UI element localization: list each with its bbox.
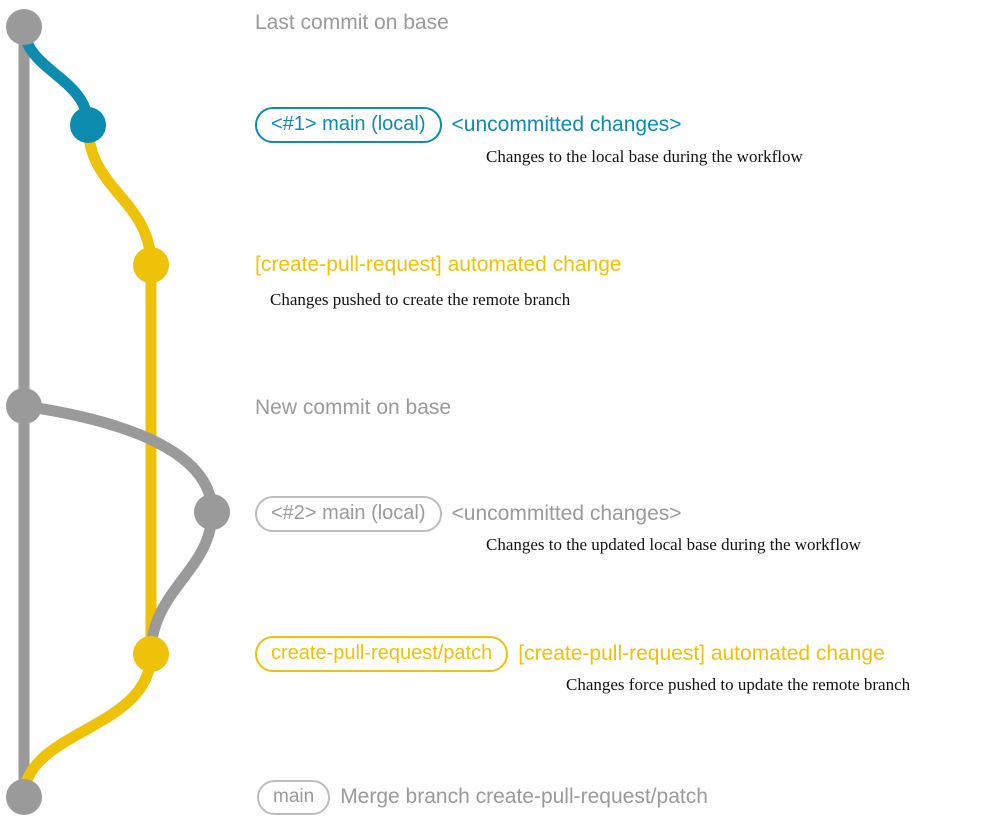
branch-pill-main-local-2[interactable]: <#2> main (local) bbox=[255, 496, 442, 532]
commit-row-local-commit-1: <#1> main (local) <uncommitted changes> bbox=[255, 107, 682, 143]
commit-node-automated-push-2[interactable] bbox=[133, 636, 169, 672]
commit-row-last-commit-on-base: Last commit on base bbox=[255, 11, 449, 34]
commit-row-merge-commit: main Merge branch create-pull-request/pa… bbox=[257, 780, 708, 815]
commit-node-local-commit-2[interactable] bbox=[194, 494, 230, 530]
gray-side-branch-line bbox=[18, 400, 218, 660]
yellow-merge-line bbox=[18, 648, 157, 803]
commit-message: New commit on base bbox=[255, 396, 452, 419]
commit-description: Changes pushed to create the remote bran… bbox=[270, 290, 571, 309]
commit-description: Changes to the updated local base during… bbox=[486, 535, 861, 554]
commit-row-new-commit-on-base: New commit on base bbox=[255, 396, 452, 419]
commit-description: Changes to the local base during the wor… bbox=[486, 147, 803, 166]
commit-message: Last commit on base bbox=[255, 11, 449, 34]
commit-message: [create-pull-request] automated change bbox=[255, 253, 622, 276]
commit-message: Merge branch create-pull-request/patch bbox=[340, 785, 708, 809]
commit-row-automated-push-2: create-pull-request/patch [create-pull-r… bbox=[255, 636, 885, 672]
branch-pill-main-local-1[interactable]: <#1> main (local) bbox=[255, 107, 442, 143]
commit-node-base-head[interactable] bbox=[6, 9, 42, 45]
commit-node-local-commit-1[interactable] bbox=[70, 107, 106, 143]
commit-node-base-new-commit[interactable] bbox=[6, 388, 42, 424]
commit-message: [create-pull-request] automated change bbox=[518, 641, 885, 665]
commit-row-automated-push-1: [create-pull-request] automated change bbox=[255, 253, 622, 276]
branch-pill-create-pull-request-patch[interactable]: create-pull-request/patch bbox=[255, 636, 509, 672]
commit-message: <uncommitted changes> bbox=[451, 501, 682, 525]
commit-node-merge-commit[interactable] bbox=[6, 779, 42, 815]
branch-pill-main[interactable]: main bbox=[257, 780, 331, 815]
commit-node-automated-push-1[interactable] bbox=[133, 247, 169, 283]
yellow-branch-line-upper bbox=[82, 119, 157, 660]
commit-row-local-commit-2: <#2> main (local) <uncommitted changes> bbox=[255, 496, 682, 532]
commit-message: <uncommitted changes> bbox=[451, 112, 682, 136]
commit-description: Changes force pushed to update the remot… bbox=[566, 675, 911, 694]
